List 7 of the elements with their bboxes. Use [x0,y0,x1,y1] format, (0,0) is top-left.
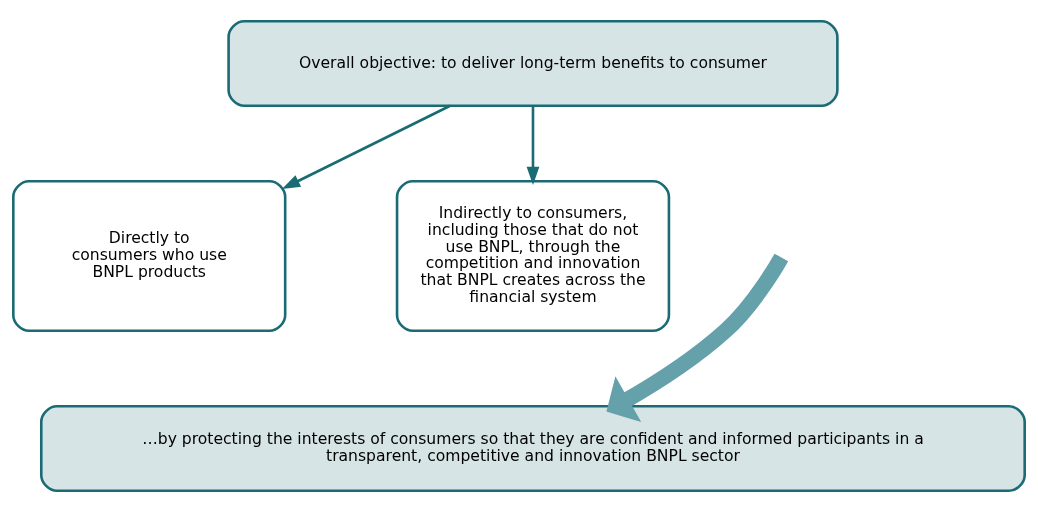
node-box: Indirectly to consumers, including those that do not use BNPL, through the competition and innovation that BNPL creates across the financial system [395,179,671,332]
node-box: …by protecting the interests of consumers so that they are confident and informed participants in a transparent, competitive and innovation BNPL sector [40,404,1026,492]
arrow [606,253,789,422]
arrow [526,105,540,185]
node-box: Overall objective: to deliver long-term benefits to consumer [227,19,839,107]
node-box: Directly to consumers who use BNPL products [12,179,287,332]
arrow [281,104,451,189]
